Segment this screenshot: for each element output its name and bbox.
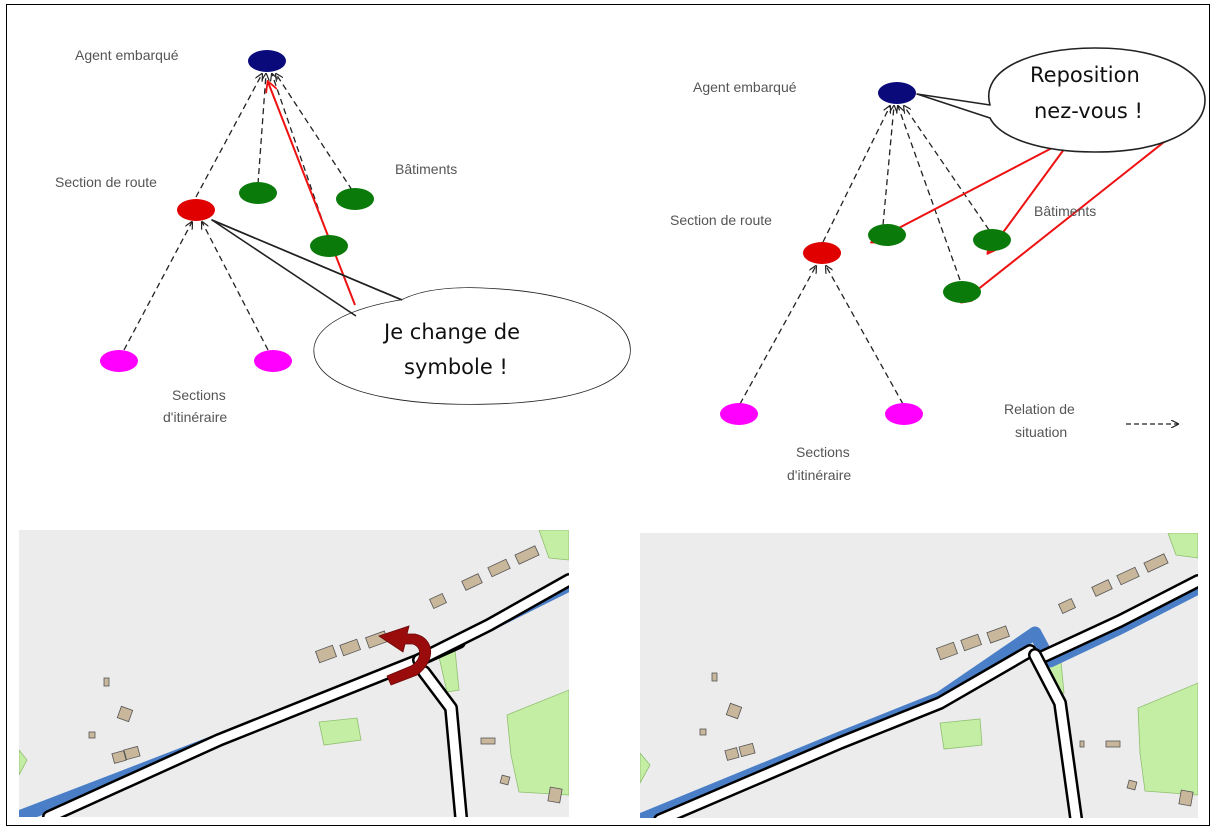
graph-diagrams: Agent embarqué Section de route Bâtiment… bbox=[55, 47, 1206, 483]
road-section-node bbox=[803, 242, 841, 264]
itinerary-label: d'itinéraire bbox=[787, 467, 851, 483]
agent-node bbox=[878, 82, 916, 104]
legend-label: Relation de bbox=[1004, 401, 1075, 417]
building-node bbox=[973, 229, 1011, 251]
itinerary-node bbox=[254, 350, 292, 372]
bubble-text: nez-vous ! bbox=[1034, 99, 1143, 123]
road-section-label: Section de route bbox=[670, 212, 772, 228]
itinerary-label: d'itinéraire bbox=[163, 409, 227, 425]
map-before bbox=[19, 530, 569, 817]
building-node bbox=[943, 281, 981, 303]
building-node bbox=[868, 224, 906, 246]
itinerary-label: Sections bbox=[172, 387, 226, 403]
agent-label: Agent embarqué bbox=[75, 47, 179, 63]
bubble-text: symbole ! bbox=[404, 355, 508, 379]
buildings-label: Bâtiments bbox=[395, 161, 457, 177]
bubble-text: Reposition bbox=[1030, 63, 1140, 87]
itinerary-node bbox=[720, 403, 758, 425]
itinerary-node bbox=[100, 350, 138, 372]
itinerary-label: Sections bbox=[796, 444, 850, 460]
building-node bbox=[336, 188, 374, 210]
agent-node bbox=[248, 50, 286, 72]
speech-bubble bbox=[916, 47, 1206, 153]
building-node bbox=[239, 182, 277, 204]
turn-arrow-icon bbox=[378, 625, 432, 686]
agent-label: Agent embarqué bbox=[693, 79, 797, 95]
road-section-node bbox=[177, 199, 215, 221]
right-diagram: Reposition nez-vous ! Agent embarqué Sec… bbox=[670, 47, 1206, 483]
bubble-text: Je change de bbox=[382, 320, 520, 344]
legend-label: situation bbox=[1015, 424, 1067, 440]
map-after bbox=[640, 533, 1198, 818]
building-node bbox=[310, 235, 348, 257]
road-section-label: Section de route bbox=[55, 174, 157, 190]
left-diagram: Agent embarqué Section de route Bâtiment… bbox=[55, 47, 631, 425]
itinerary-node bbox=[885, 403, 923, 425]
buildings-label: Bâtiments bbox=[1034, 203, 1096, 219]
